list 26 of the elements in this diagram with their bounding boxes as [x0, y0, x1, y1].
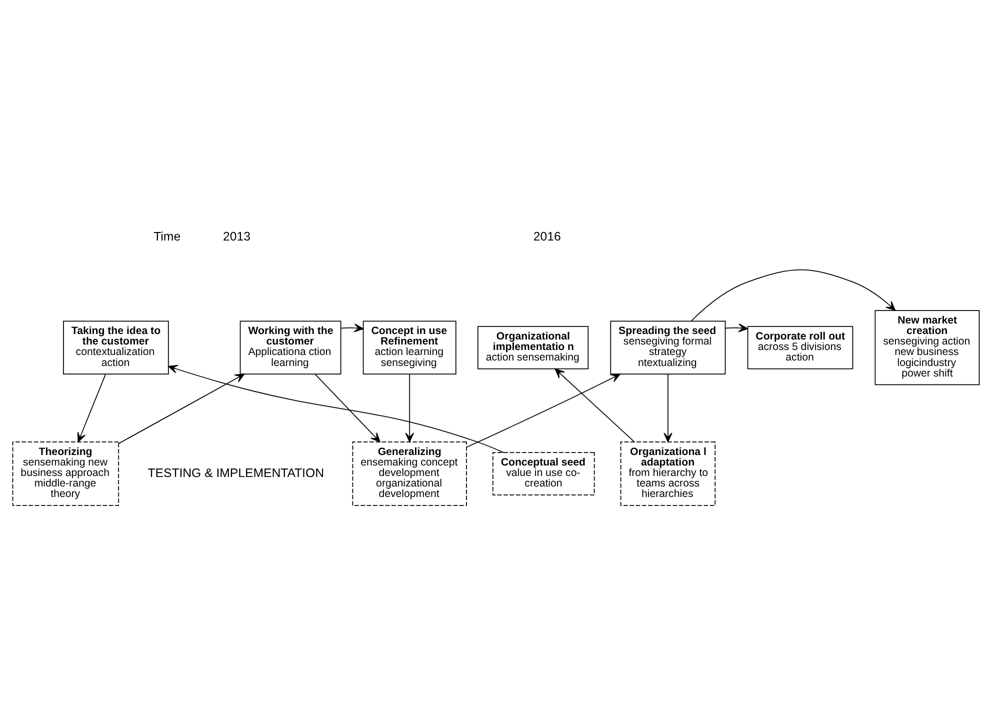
- node-box: Working with the customer Applicationa ction learning: [240, 320, 342, 374]
- node-box: Taking the idea to the customer contextualization action: [63, 320, 169, 374]
- node-box: Spreading the seed sensegiving formal strategy ntextualizing: [610, 320, 726, 374]
- arrow: [314, 373, 380, 442]
- arrow: [340, 323, 364, 332]
- node-box: Organizationa l adaptation from hierarchy to teams across hierarchies: [620, 441, 716, 506]
- arrow: [168, 364, 504, 452]
- node-box: Generalizing ensemaking concept development organizational development: [352, 441, 467, 506]
- node-box: Corporate roll out across 5 divisions action: [747, 326, 854, 369]
- node-box: Organizational implementatio n action sensemaking: [477, 326, 589, 369]
- arrow: [690, 268, 896, 321]
- label: 2016: [533, 229, 561, 244]
- node-box: Theorizing sensemaking new business approach middle-range theory: [12, 441, 120, 506]
- arrow: [724, 323, 748, 332]
- node-box: Concept in use Refinement action learning sensegiving: [362, 320, 456, 374]
- arrow: [118, 373, 245, 444]
- label: Time: [154, 229, 181, 244]
- arrow: [466, 373, 620, 448]
- arrow: [664, 373, 672, 442]
- arrow: [77, 373, 106, 442]
- node-box: Conceptual seed value in use co-creation: [492, 452, 595, 495]
- arrow: [405, 373, 414, 442]
- label: TESTING & IMPLEMENTATION: [148, 465, 324, 480]
- label: 2013: [223, 229, 250, 244]
- arrow: [554, 368, 635, 442]
- node-box: New market creation sensegiving action new business logicindustry power shift: [874, 310, 980, 385]
